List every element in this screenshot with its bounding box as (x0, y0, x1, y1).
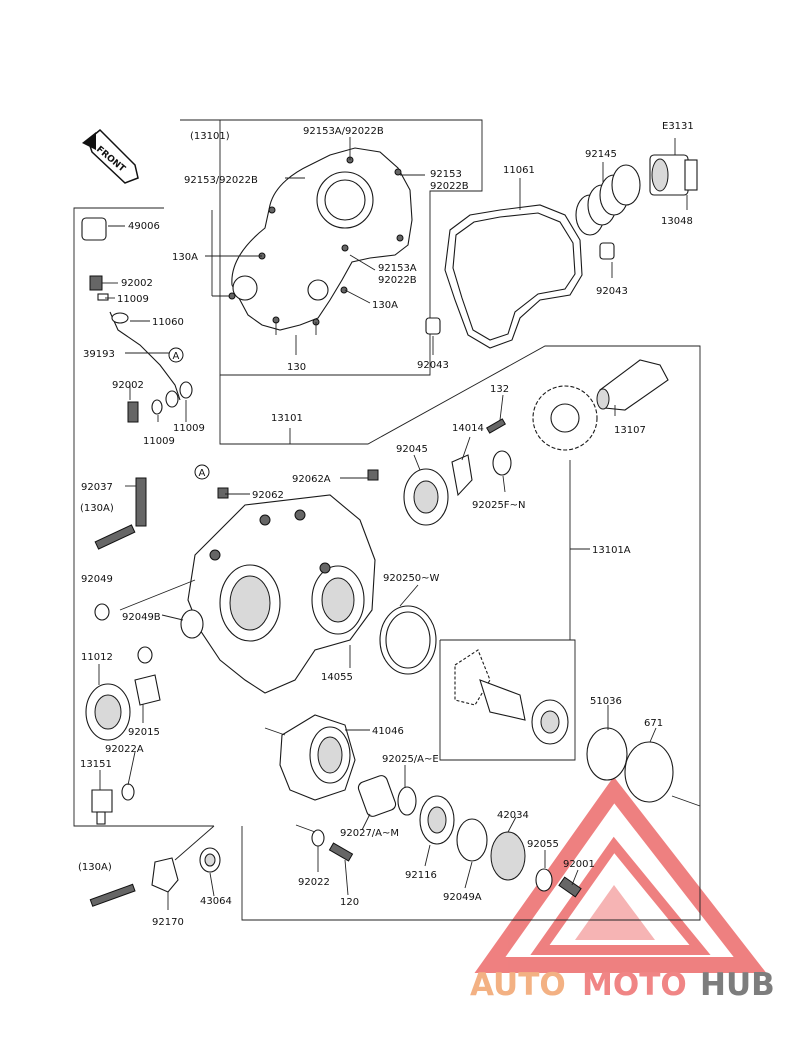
inset-gear-part (454, 649, 569, 745)
breather-parts (81, 217, 193, 423)
label-13101: 13101 (271, 413, 303, 424)
label-39193: 39193 (83, 349, 115, 360)
group-boxes (73, 119, 701, 921)
label-92027-A-M: 92027/A~M (340, 828, 399, 839)
label-49006: 49006 (128, 221, 160, 232)
label-671: 671 (644, 718, 663, 729)
label-92015: 92015 (128, 727, 160, 738)
dowel-parts (425, 242, 615, 335)
gasket-round-part (379, 605, 437, 675)
label-13101A: 13101A (592, 545, 631, 556)
label-120: 120 (340, 897, 359, 908)
label-92049B: 92049B (122, 612, 161, 623)
label-920250-W: 920250~W (383, 573, 440, 584)
label-130: 130 (287, 362, 306, 373)
bottom-row-parts (311, 727, 674, 898)
label-11061: 11061 (503, 165, 535, 176)
label-92055: 92055 (527, 839, 559, 850)
coupling-part (649, 154, 698, 196)
callout-a-circle-2 (194, 464, 210, 480)
label-92045: 92045 (396, 444, 428, 455)
label-92037: 92037 (81, 482, 113, 493)
watermark-text: AUTO MOTO HUB (470, 967, 775, 1003)
left-seals (85, 603, 204, 825)
label-13101-group: (13101) (190, 131, 230, 142)
bottom-left-parts (89, 847, 221, 907)
leader-lines (98, 137, 701, 910)
label-42034: 42034 (497, 810, 529, 821)
gear-part (532, 385, 598, 451)
label-13107: 13107 (614, 425, 646, 436)
label-92049: 92049 (81, 574, 113, 585)
label-130A-right: 130A (372, 300, 398, 311)
label-11012: 11012 (81, 652, 113, 663)
label-130A-bottom: (130A) (78, 862, 112, 873)
label-13048: 13048 (661, 216, 693, 227)
label-92116: 92116 (405, 870, 437, 881)
shaft-part (596, 359, 669, 411)
label-92062A: 92062A (292, 474, 331, 485)
label-92022B-r2: 92022B (378, 275, 417, 286)
label-13151: 13151 (80, 759, 112, 770)
label-92049A: 92049A (443, 892, 482, 903)
callout-a-circle-1 (168, 347, 184, 363)
label-92153-r1: 92153 (430, 169, 462, 180)
watermark-part2: MOTO (582, 967, 687, 1003)
label-14055: 14055 (321, 672, 353, 683)
spring-part (575, 164, 641, 236)
label-43064: 43064 (200, 896, 232, 907)
front-arrow-icon: FRONT (82, 128, 139, 184)
cover-part (228, 147, 413, 331)
diagram-code: E3131 (662, 121, 694, 132)
label-92043-mid: 92043 (417, 360, 449, 371)
label-11009-a: 11009 (117, 294, 149, 305)
label-92022A: 92022A (105, 744, 144, 755)
label-92022B-r1: 92022B (430, 181, 469, 192)
label-92145: 92145 (585, 149, 617, 160)
small-parts-mid (94, 418, 512, 550)
bearing-housing-part (279, 714, 356, 801)
gasket-part (444, 204, 583, 349)
label-130A-left: 130A (172, 252, 198, 263)
watermark-part3: HUB (700, 967, 775, 1003)
label-92002-a: 92002 (121, 278, 153, 289)
watermark-logo (474, 776, 767, 973)
label-92025F-N: 92025F~N (472, 500, 525, 511)
watermark-part1: AUTO (470, 967, 566, 1003)
label-92062: 92062 (252, 490, 284, 501)
label-132: 132 (490, 384, 509, 395)
callout-a-1: A (173, 351, 180, 362)
label-92001: 92001 (563, 859, 595, 870)
label-92002-b: 92002 (112, 380, 144, 391)
label-11060: 11060 (152, 317, 184, 328)
label-11009-c: 11009 (173, 423, 205, 434)
label-130A-bolt: (130A) (80, 503, 114, 514)
label-92153A-92022B-top: 92153A/92022B (303, 126, 384, 137)
label-51036: 51036 (590, 696, 622, 707)
label-92043-right: 92043 (596, 286, 628, 297)
label-14014: 14014 (452, 423, 484, 434)
housing-part (187, 494, 376, 694)
label-92022: 92022 (298, 877, 330, 888)
label-11009-b: 11009 (143, 436, 175, 447)
label-92025-A-E: 92025/A~E (382, 754, 439, 765)
label-92170: 92170 (152, 917, 184, 928)
label-41046: 41046 (372, 726, 404, 737)
label-92153-92022B-left: 92153/92022B (184, 175, 258, 186)
label-92153A-r2: 92153A (378, 263, 417, 274)
part-labels: E3131 (13101) 92153A/92022B 92153/92022B… (78, 121, 694, 928)
callout-a-2: A (199, 468, 206, 479)
